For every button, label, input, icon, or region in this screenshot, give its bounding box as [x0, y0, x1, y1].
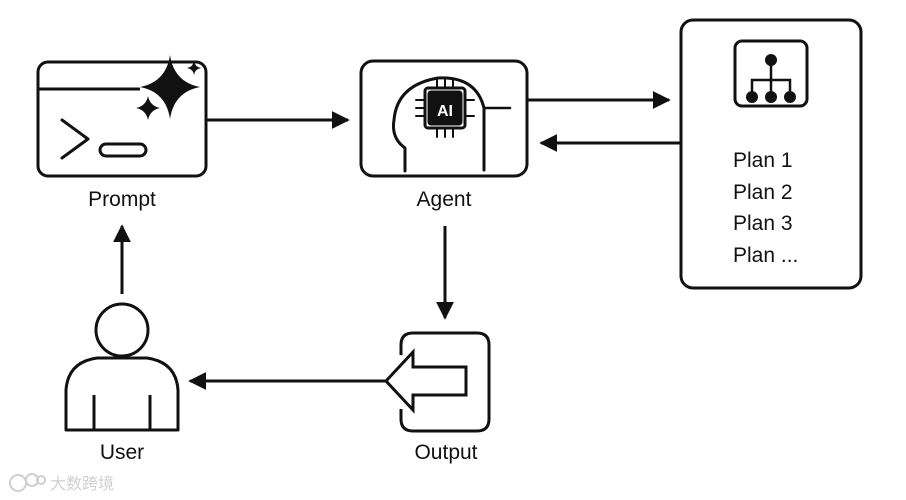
agent-label: Agent [416, 188, 472, 211]
plan-item: Plan 2 [733, 180, 793, 204]
plans-node [679, 18, 863, 290]
sparkle-icon [136, 55, 201, 120]
prompt-label: Prompt [88, 188, 156, 211]
plan-item: Plan ... [733, 243, 799, 267]
plan-item: Plan 3 [733, 212, 793, 235]
edges [113, 91, 680, 390]
output-label: Output [414, 441, 478, 464]
hierarchy-icon [733, 39, 809, 108]
user-icon [64, 302, 180, 432]
ai-head-icon [392, 76, 512, 173]
plan-list: Plan 1 Plan 2 Plan 3 Plan ... [733, 145, 798, 271]
output-node [383, 331, 491, 433]
watermark-logo: 大数跨境 [9, 473, 114, 493]
user-label: User [99, 441, 145, 464]
ai-chip-text: AI [437, 103, 453, 120]
watermark-text: 大数跨境 [50, 474, 114, 493]
plan-item: Plan 1 [733, 149, 793, 172]
output-box [399, 331, 491, 433]
prompt-node [36, 55, 208, 178]
arrow-left-icon [383, 348, 468, 414]
agent-node: AI [359, 59, 529, 178]
agent-box [359, 59, 529, 178]
plans-box [679, 18, 863, 290]
